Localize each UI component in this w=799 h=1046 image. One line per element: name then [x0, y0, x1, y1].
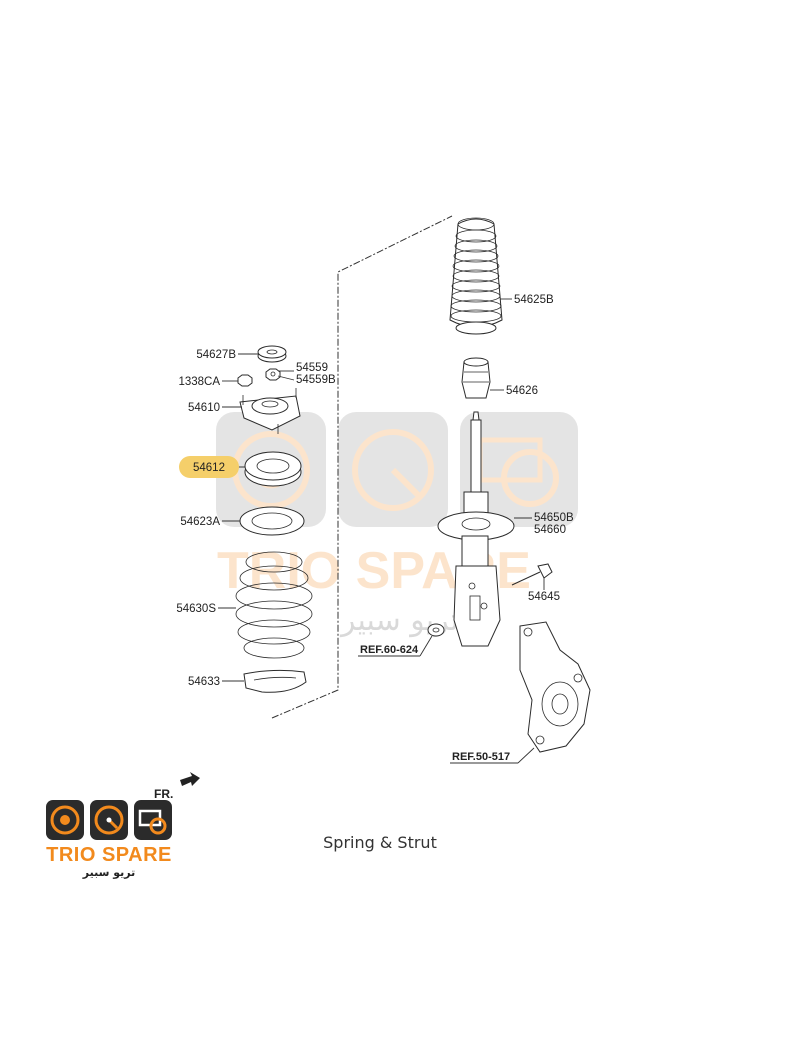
part-54610-mount	[239, 388, 301, 434]
part-54559-nut	[265, 368, 281, 381]
part-54630S-spring	[235, 551, 313, 659]
watermark-engine-icon	[501, 449, 559, 507]
part-54633-pad	[243, 669, 307, 693]
part-54645-bolt	[511, 563, 553, 586]
fr-arrow-icon	[180, 772, 200, 786]
logo-tiles	[46, 800, 172, 840]
brand-arabic-name: تريو سبير	[82, 866, 136, 879]
engine-icon	[138, 809, 167, 835]
watermark-tile-2	[338, 412, 448, 527]
part-54627B-cap	[257, 345, 287, 363]
brand-name: TRIO SPARE	[46, 844, 172, 866]
label-54627B: 54627B	[196, 349, 236, 361]
right-leader-lines	[358, 298, 545, 764]
part-54623A-seat	[239, 506, 305, 536]
label-54645: 54645	[528, 591, 560, 603]
part-1338CA-nut	[237, 374, 253, 387]
brand-logo: TRIO SPARE تريو سبير	[44, 798, 174, 880]
label-54559B: 54559B	[296, 374, 336, 386]
watermark-speedometer-icon	[352, 429, 434, 511]
label-54626: 54626	[506, 385, 538, 397]
label-54630S: 54630S	[176, 603, 216, 615]
label-1338CA: 1338CA	[178, 376, 220, 388]
label-54650B: 54650B	[534, 512, 574, 524]
part-highlight-54612	[179, 456, 239, 478]
label-54660: 54660	[534, 524, 566, 536]
label-54623A: 54623A	[180, 516, 220, 528]
ref-label-60-624: REF.60-624	[360, 644, 419, 656]
part-54650B-strut	[437, 411, 515, 647]
watermark-tile-3	[460, 412, 578, 527]
part-54626-bumper	[461, 357, 491, 399]
speedometer-icon	[94, 805, 124, 835]
part-ref60-nut	[427, 623, 445, 637]
part-54625B-boot	[449, 217, 503, 335]
diagram-caption: Spring & Strut	[323, 833, 437, 852]
label-54559: 54559	[296, 362, 328, 374]
speaker-icon	[50, 805, 80, 835]
label-54610: 54610	[188, 402, 220, 414]
part-54612-bearing	[244, 451, 302, 487]
direction-label: FR.	[154, 787, 174, 801]
label-54625B: 54625B	[514, 294, 554, 306]
label-54612: 54612	[193, 462, 225, 474]
part-ref50-knuckle	[519, 621, 591, 753]
label-54633: 54633	[188, 676, 220, 688]
assembly-frame	[271, 215, 453, 719]
ref-label-50-517: REF.50-517	[452, 751, 510, 763]
